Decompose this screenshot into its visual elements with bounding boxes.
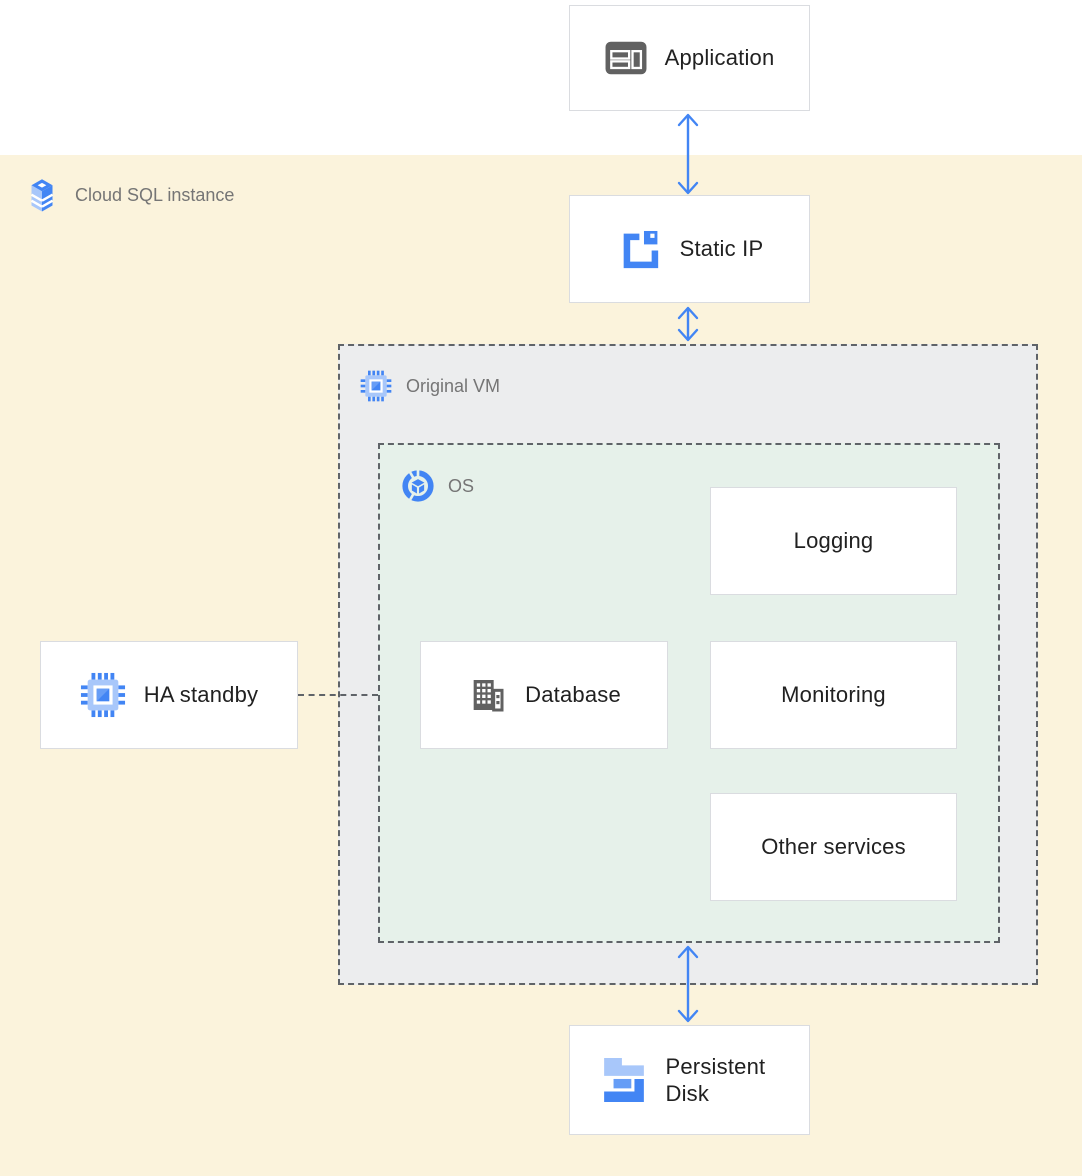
monitoring-label: Monitoring bbox=[781, 682, 886, 707]
os-icon bbox=[402, 470, 434, 502]
node-static-ip: Static IP bbox=[569, 195, 810, 303]
database-building-icon bbox=[473, 680, 504, 712]
arrow-application-static-ip bbox=[677, 113, 699, 195]
arrow-static-ip-vm bbox=[677, 306, 699, 342]
node-application: Application bbox=[569, 5, 810, 111]
static-ip-label: Static IP bbox=[679, 236, 764, 261]
other-services-label: Other services bbox=[761, 834, 906, 859]
compute-engine-icon bbox=[360, 370, 392, 402]
arrow-os-persistent-disk bbox=[677, 945, 699, 1023]
original-vm-label-group: Original VM bbox=[360, 370, 500, 402]
original-vm-label: Original VM bbox=[406, 375, 501, 396]
ha-standby-label: HA standby bbox=[143, 682, 259, 707]
os-label-group: OS bbox=[402, 470, 474, 502]
compute-engine-icon bbox=[80, 672, 125, 718]
connector-ha-standby-vm bbox=[298, 694, 378, 696]
os-label: OS bbox=[448, 475, 475, 496]
persistent-disk-icon bbox=[603, 1058, 644, 1102]
cloud-sql-icon bbox=[30, 179, 54, 212]
node-ha-standby: HA standby bbox=[40, 641, 298, 749]
application-label: Application bbox=[664, 45, 775, 70]
node-database: Database bbox=[420, 641, 668, 749]
cloud-sql-instance-label: Cloud SQL instance bbox=[75, 184, 235, 205]
node-persistent-disk: Persistent Disk bbox=[569, 1025, 810, 1135]
persistent-disk-label: Persistent Disk bbox=[665, 1053, 766, 1107]
static-ip-icon bbox=[623, 230, 658, 269]
cloud-sql-instance-label-group: Cloud SQL instance bbox=[24, 177, 234, 213]
node-logging: Logging bbox=[710, 487, 957, 595]
logging-label: Logging bbox=[793, 528, 874, 553]
database-label: Database bbox=[525, 682, 621, 707]
node-other-services: Other services bbox=[710, 793, 957, 901]
node-monitoring: Monitoring bbox=[710, 641, 957, 749]
application-icon bbox=[605, 41, 647, 75]
